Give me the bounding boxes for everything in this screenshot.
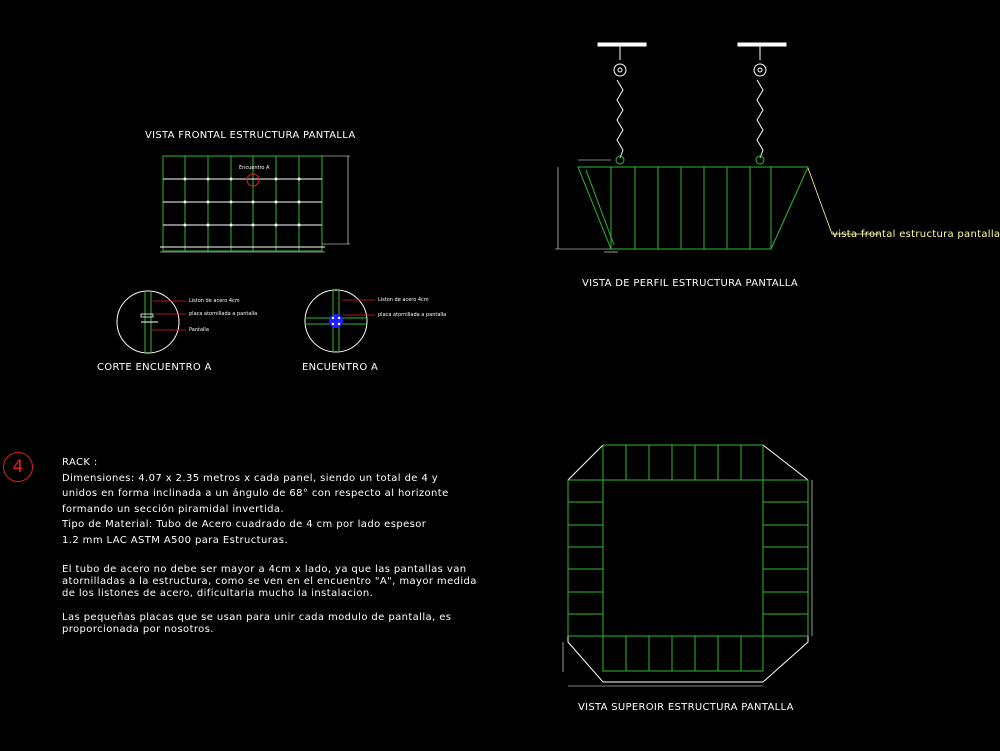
encuentro-a-marker <box>246 173 260 187</box>
rack-notes-para3: Las pequeñas placas que se usan para uni… <box>62 612 451 636</box>
top-view-title: VISTA SUPEROIR ESTRUCTURA PANTALLA <box>578 702 794 713</box>
encuentro-a-label: Encuentro A <box>239 165 270 171</box>
bolt-plate <box>329 314 343 328</box>
encounter-detail <box>304 289 375 353</box>
rack-line: Las pequeñas placas que se usan para uni… <box>62 612 452 623</box>
front-view-battens <box>160 178 325 248</box>
encounter-label-liston: Liston de acero 4cm <box>378 297 429 303</box>
rack-line: El tubo de acero no debe ser mayor a 4cm… <box>62 564 467 575</box>
top-view-frame <box>567 444 809 683</box>
section-detail <box>116 290 186 354</box>
profile-hangers <box>597 42 787 159</box>
side-note-leader <box>807 167 880 235</box>
rack-notes-para2: El tubo de acero no debe ser mayor a 4cm… <box>62 564 477 600</box>
profile-pulley-top <box>615 155 765 165</box>
section-label-liston: Liston de acero 4cm <box>189 298 240 304</box>
rack-line: atornilladas a la estructura, como se ve… <box>62 576 477 587</box>
rack-line: 1.2 mm LAC ASTM A500 para Estructuras. <box>62 534 288 546</box>
section-label-pantalla: Pantalla <box>189 327 209 333</box>
front-view-bolts <box>183 177 301 227</box>
sheet-number-badge: 4 <box>3 452 33 482</box>
rack-line: unidos en forma inclinada a un ángulo de… <box>62 488 449 499</box>
profile-dimensions <box>555 159 618 253</box>
front-view-dimensions <box>160 155 350 253</box>
section-detail-title: CORTE ENCUENTRO A <box>97 362 212 373</box>
rack-line: de los listones de acero, dificultaria m… <box>62 588 374 599</box>
profile-frame <box>577 166 809 250</box>
rack-heading: RACK : <box>62 457 98 468</box>
rack-line: Tipo de Material: Tubo de Acero cuadrado… <box>62 519 427 530</box>
front-view-title: VISTA FRONTAL ESTRUCTURA PANTALLA <box>145 130 356 141</box>
encounter-detail-title: ENCUENTRO A <box>302 362 379 373</box>
rack-line: formando un sección piramidal invertida. <box>62 503 285 515</box>
rack-notes: RACK : Dimensiones: 4.07 x 2.35 metros x… <box>62 455 449 548</box>
top-view-dimensions <box>562 480 813 687</box>
top-view-panels <box>567 444 809 672</box>
side-note-label: vista frontal estructura pantalla <box>832 229 1000 240</box>
encounter-label-placa: placa atornillada a pantalla <box>378 312 447 318</box>
section-label-placa: placa atornillada a pantalla <box>189 311 258 317</box>
rack-line: proporcionada por nosotros. <box>62 624 214 635</box>
profile-view-title: VISTA DE PERFIL ESTRUCTURA PANTALLA <box>582 278 799 289</box>
front-view-frame <box>162 155 323 252</box>
rack-line: Dimensiones: 4.07 x 2.35 metros x cada p… <box>62 472 439 484</box>
